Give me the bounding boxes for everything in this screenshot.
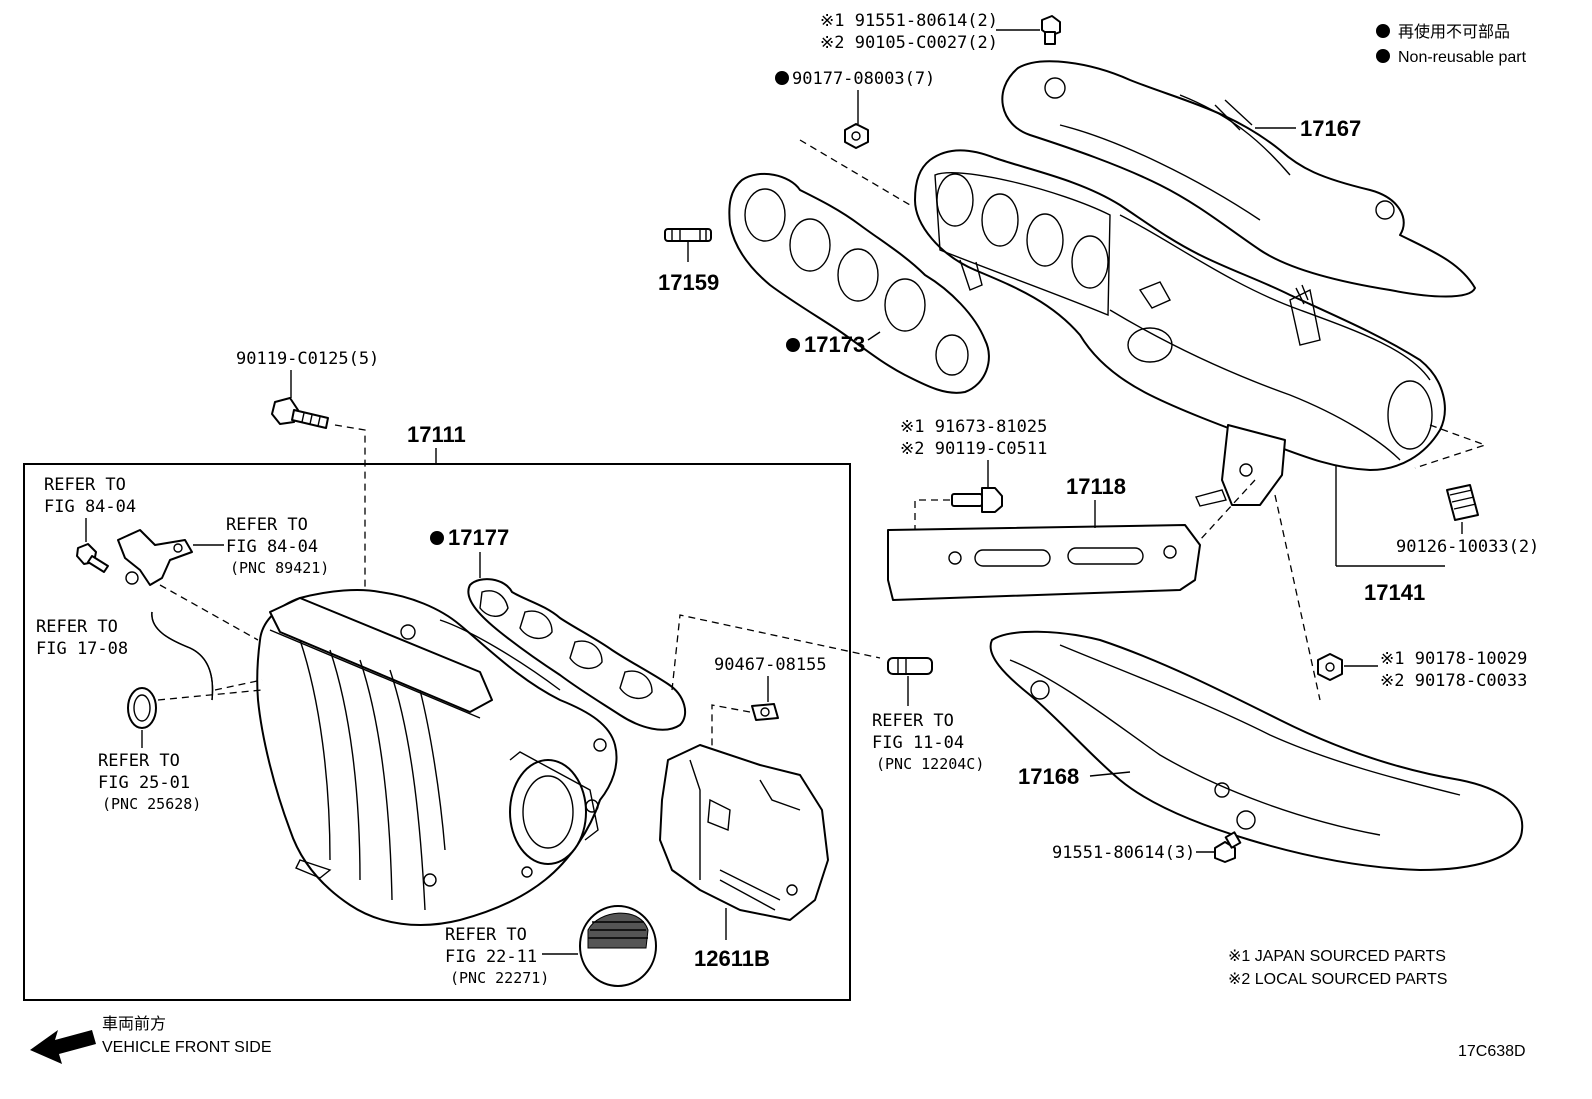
figure-code: 17C638D xyxy=(1458,1043,1526,1060)
hose-clamp-icon xyxy=(127,687,157,729)
fastener-label-90467[interactable]: 90467-08155 xyxy=(714,655,827,675)
heat-insulator-lower xyxy=(989,630,1524,871)
refer-label-6a[interactable]: REFER TO xyxy=(445,925,527,945)
source-note-1: ※1 JAPAN SOURCED PARTS xyxy=(1228,948,1446,965)
direction-label-jp: 車両前方 xyxy=(102,1015,166,1033)
part-number-17159[interactable]: 17159 xyxy=(658,270,719,295)
left-arrow-icon xyxy=(30,1030,96,1064)
part-number-17177[interactable]: 17177 xyxy=(448,525,509,550)
refer-label-2a[interactable]: REFER TO xyxy=(226,515,308,535)
part-number-17167[interactable]: 17167 xyxy=(1300,116,1361,141)
refer-label-6b[interactable]: FIG 22-11 xyxy=(445,947,537,967)
fastener-label-91673-2[interactable]: ※2 90119-C0511 xyxy=(900,439,1047,459)
bolt-icon xyxy=(76,543,109,573)
fastener-label-91551-3[interactable]: 91551-80614(3) xyxy=(1052,843,1195,863)
throttle-gasket-icon xyxy=(579,905,657,987)
heat-insulator-upper xyxy=(1001,60,1476,298)
non-reusable-dot-icon xyxy=(775,71,789,85)
fastener-label-90119-5[interactable]: 90119-C0125(5) xyxy=(236,349,379,369)
bolt-icon xyxy=(951,487,1003,513)
stud-icon xyxy=(1446,484,1479,521)
nut-icon xyxy=(1317,653,1343,681)
direction-label-en: VEHICLE FRONT SIDE xyxy=(102,1039,272,1056)
bolt-top-icon xyxy=(1041,15,1061,45)
refer-label-1b[interactable]: FIG 84-04 xyxy=(44,497,136,517)
engine-cover xyxy=(659,744,829,921)
exhaust-manifold xyxy=(914,149,1446,507)
fastener-label-90126[interactable]: 90126-10033(2) xyxy=(1396,537,1539,557)
non-reusable-dot-icon xyxy=(786,338,800,352)
legend: 再使用不可部品 Non-reusable part xyxy=(1376,23,1527,66)
part-number-17168[interactable]: 17168 xyxy=(1018,764,1079,789)
part-number-17141[interactable]: 17141 xyxy=(1364,580,1425,605)
fastener-label-90178-2[interactable]: ※2 90178-C0033 xyxy=(1380,671,1527,691)
intake-manifold xyxy=(256,589,618,926)
part-number-17111[interactable]: 17111 xyxy=(407,422,466,447)
non-reusable-dot-icon xyxy=(1376,24,1390,38)
bolt-icon xyxy=(1214,831,1242,863)
nut-icon xyxy=(844,123,869,149)
refer-label-4b[interactable]: FIG 25-01 xyxy=(98,773,190,793)
fastener-label-91673-1[interactable]: ※1 91673-81025 xyxy=(900,417,1047,437)
fastener-label-top-2[interactable]: ※2 90105-C0027(2) xyxy=(820,33,998,53)
non-reusable-dot-icon xyxy=(1376,49,1390,63)
clip-icon xyxy=(751,703,779,721)
refer-label-4a[interactable]: REFER TO xyxy=(98,751,180,771)
intake-manifold-gasket xyxy=(467,578,687,731)
refer-label-5c[interactable]: (PNC 12204C) xyxy=(876,755,984,773)
bolt-icon xyxy=(271,397,329,429)
refer-label-3a[interactable]: REFER TO xyxy=(36,617,118,637)
sensor-icon xyxy=(117,529,193,586)
refer-label-4c[interactable]: (PNC 25628) xyxy=(102,795,201,813)
refer-label-1a[interactable]: REFER TO xyxy=(44,475,126,495)
refer-label-2b[interactable]: FIG 84-04 xyxy=(226,537,318,557)
fastener-label-90178-1[interactable]: ※1 90178-10029 xyxy=(1380,649,1527,669)
legend-label-en: Non-reusable part xyxy=(1398,49,1527,66)
refer-label-5a[interactable]: REFER TO xyxy=(872,711,954,731)
manifold-stay xyxy=(887,524,1201,601)
legend-label-jp: 再使用不可部品 xyxy=(1398,23,1510,41)
exhaust-manifold-gasket xyxy=(728,172,990,394)
plug-tube-icon xyxy=(887,657,933,675)
part-number-17118[interactable]: 17118 xyxy=(1066,474,1126,499)
refer-label-5b[interactable]: FIG 11-04 xyxy=(872,733,964,753)
fastener-label-90177[interactable]: 90177-08003(7) xyxy=(792,69,935,89)
refer-label-6c[interactable]: (PNC 22271) xyxy=(450,969,549,987)
stud-icon xyxy=(664,228,712,242)
part-number-12611b[interactable]: 12611B xyxy=(694,946,770,971)
non-reusable-dot-icon xyxy=(430,531,444,545)
part-number-17173[interactable]: 17173 xyxy=(804,332,865,357)
intake-manifold-assembly-frame xyxy=(23,463,851,1001)
source-note-2: ※2 LOCAL SOURCED PARTS xyxy=(1228,971,1447,988)
refer-label-2c[interactable]: (PNC 89421) xyxy=(230,559,329,577)
fastener-label-top-1[interactable]: ※1 91551-80614(2) xyxy=(820,11,998,31)
refer-label-3b[interactable]: FIG 17-08 xyxy=(36,639,128,659)
